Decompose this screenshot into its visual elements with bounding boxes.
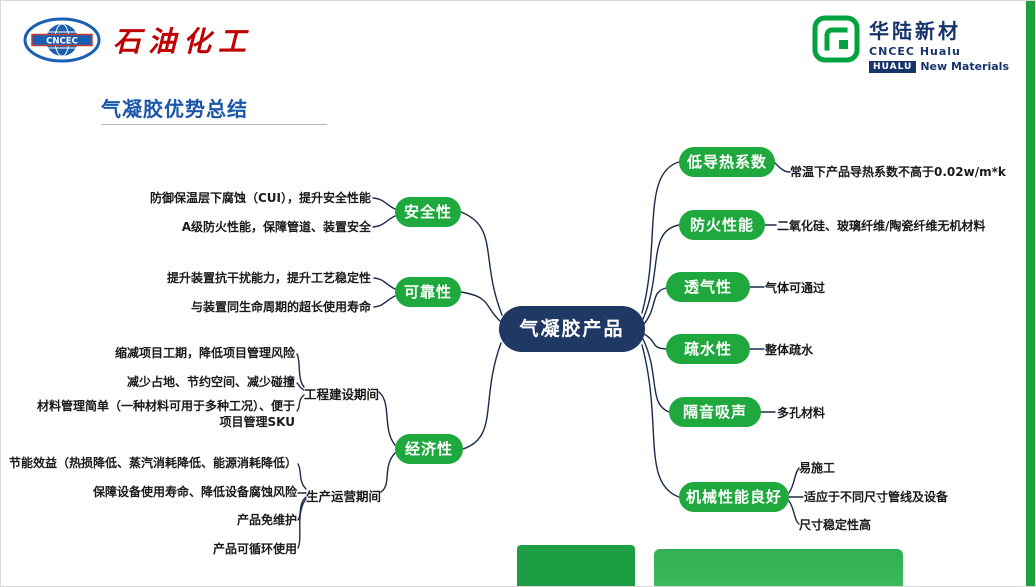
connector-line xyxy=(372,197,396,210)
sound-item: 多孔材料 xyxy=(777,406,826,420)
reliability-item: 提升装置抗干扰能力，提升工艺稳定性 xyxy=(166,271,371,285)
connector-line xyxy=(296,394,305,412)
fire-item: 二氧化硅、玻璃纤维/陶瓷纤维无机材料 xyxy=(777,219,986,233)
connector-line xyxy=(297,498,307,549)
breathability-item: 气体可通过 xyxy=(765,281,826,295)
branch-fire-resistance: 防火性能 xyxy=(679,210,765,240)
construction-item: 材料管理简单（一种材料可用于多种工况）、便于项目管理SKU xyxy=(36,399,295,429)
branch-sound-absorption: 隔音吸声 xyxy=(669,397,761,427)
branch-mechanical-properties: 机械性能良好 xyxy=(679,482,789,512)
branch-economy: 经济性 xyxy=(395,434,463,464)
hualu-subtitle: HUALU New Materials xyxy=(869,60,1009,73)
connector-line xyxy=(372,215,396,228)
operation-item: 产品可循环使用 xyxy=(212,542,297,556)
thermal-item: 常温下产品导热系数不高于0.02w/m*k xyxy=(790,165,1006,179)
page-title: 气凝胶优势总结 xyxy=(101,97,248,121)
cncec-emblem-icon: CNCEC xyxy=(23,17,101,63)
group-construction-period: 工程建设期间 xyxy=(304,387,380,402)
connector-line xyxy=(460,291,502,323)
center-node-aerogel-product: 气凝胶产品 xyxy=(499,306,645,352)
branch-breathability: 透气性 xyxy=(666,272,750,302)
connector-line xyxy=(788,467,800,494)
connector-line xyxy=(641,344,680,498)
hualu-logo-icon xyxy=(812,15,860,63)
hualu-subtitle-rest: New Materials xyxy=(920,60,1009,73)
hydrophobic-item: 整体疏水 xyxy=(765,343,814,357)
hualu-logo-text: 华陆新材 CNCEC Hualu HUALU New Materials xyxy=(869,15,1009,73)
bottom-green-bar-left xyxy=(517,545,635,586)
mechanical-item: 适应于不同尺寸管线及设备 xyxy=(804,490,949,504)
hualu-name-cn: 华陆新材 xyxy=(869,19,962,43)
operation-item: 保障设备使用寿命、降低设备腐蚀风险 xyxy=(92,485,297,499)
connector-line xyxy=(642,338,670,413)
construction-item: 减少占地、节约空间、减少碰撞 xyxy=(126,375,295,389)
connector-line xyxy=(642,224,680,320)
mechanical-item: 易施工 xyxy=(799,461,836,475)
connector-line xyxy=(643,287,667,325)
title-underline xyxy=(101,124,327,125)
connector-line xyxy=(373,295,396,308)
connector-line xyxy=(373,277,396,290)
mechanical-item: 尺寸稳定性高 xyxy=(799,518,872,532)
connector-line xyxy=(297,463,307,490)
construction-item: 缩减项目工期，降低项目管理风险 xyxy=(114,346,295,360)
connector-line xyxy=(296,382,305,391)
connector-line xyxy=(296,353,305,388)
branch-safety: 安全性 xyxy=(395,197,461,227)
hualu-logo: 华陆新材 CNCEC Hualu HUALU New Materials xyxy=(812,15,1009,73)
branch-reliability: 可靠性 xyxy=(395,277,461,307)
hualu-name-en: CNCEC Hualu xyxy=(869,45,961,58)
petrochemical-brand-text: 石油化工 xyxy=(113,25,254,58)
group-operation-period: 生产运营期间 xyxy=(306,489,382,504)
connector-line xyxy=(788,500,800,525)
branch-hydrophobicity: 疏水性 xyxy=(666,334,750,364)
bottom-green-bar-right xyxy=(654,549,903,586)
right-edge-green-strip xyxy=(1026,1,1035,586)
operation-item: 产品免维护 xyxy=(236,513,297,527)
connector-line xyxy=(774,162,791,173)
cncec-banner-text: CNCEC xyxy=(46,37,78,47)
connector-line xyxy=(462,342,502,450)
branch-low-thermal-conductivity: 低导热系数 xyxy=(679,147,775,177)
connector-line xyxy=(641,161,680,314)
hualu-badge: HUALU xyxy=(869,60,917,73)
connector-line xyxy=(380,452,396,493)
connector-line xyxy=(460,211,503,316)
connector-line xyxy=(643,333,667,350)
safety-item: 防御保温层下腐蚀（CUI），提升安全性能 xyxy=(149,191,371,205)
cncec-logo: CNCEC 石油化工 xyxy=(23,17,253,63)
connector-line xyxy=(378,391,396,446)
operation-item: 节能效益（热损降低、蒸汽消耗降低、能源消耗降低） xyxy=(8,456,297,470)
reliability-item: 与装置同生命周期的超长使用寿命 xyxy=(190,300,371,314)
safety-item: A级防火性能，保障管道、装置安全 xyxy=(181,220,371,234)
